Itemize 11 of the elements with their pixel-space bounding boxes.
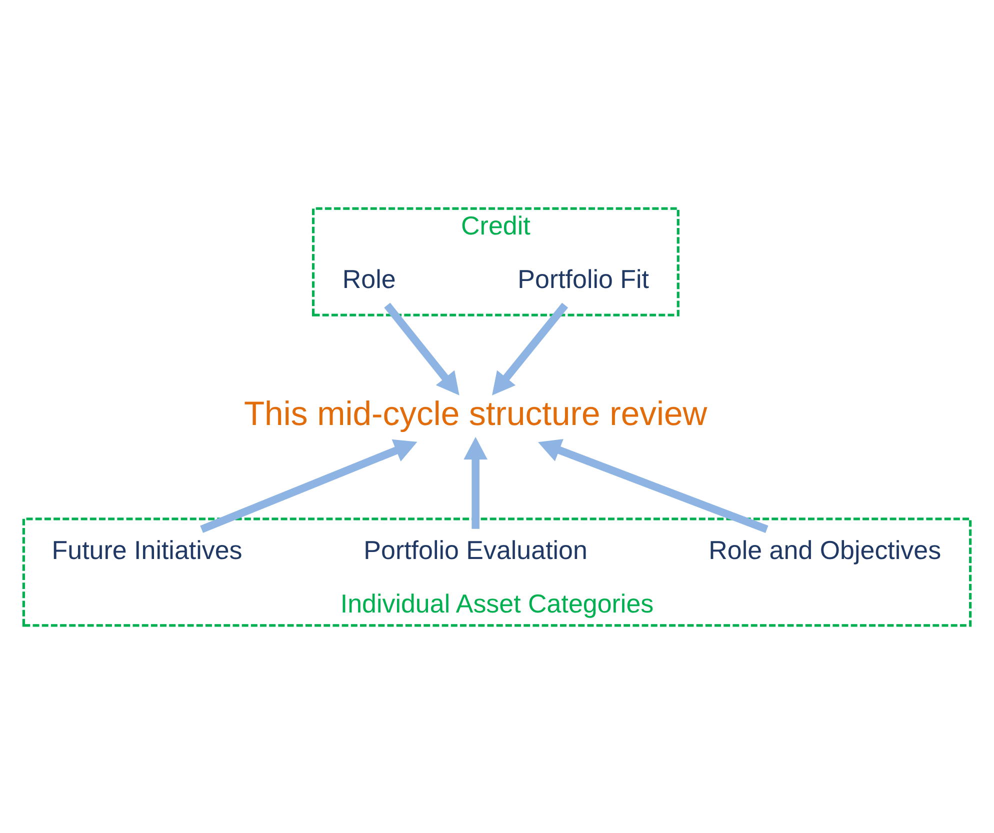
node-text: Portfolio Fit [518, 263, 650, 294]
arrow [200, 438, 418, 532]
node-text: Role and Objectives [708, 534, 942, 565]
node-text: This mid-cycle structure review [244, 394, 708, 433]
node-text: Portfolio Evaluation [364, 534, 588, 565]
node-text: Role [342, 263, 396, 294]
node-text: Future Initiatives [52, 534, 242, 565]
arrow [464, 436, 488, 528]
arrow [538, 438, 768, 532]
arrow [384, 302, 460, 395]
arrow [492, 302, 568, 395]
